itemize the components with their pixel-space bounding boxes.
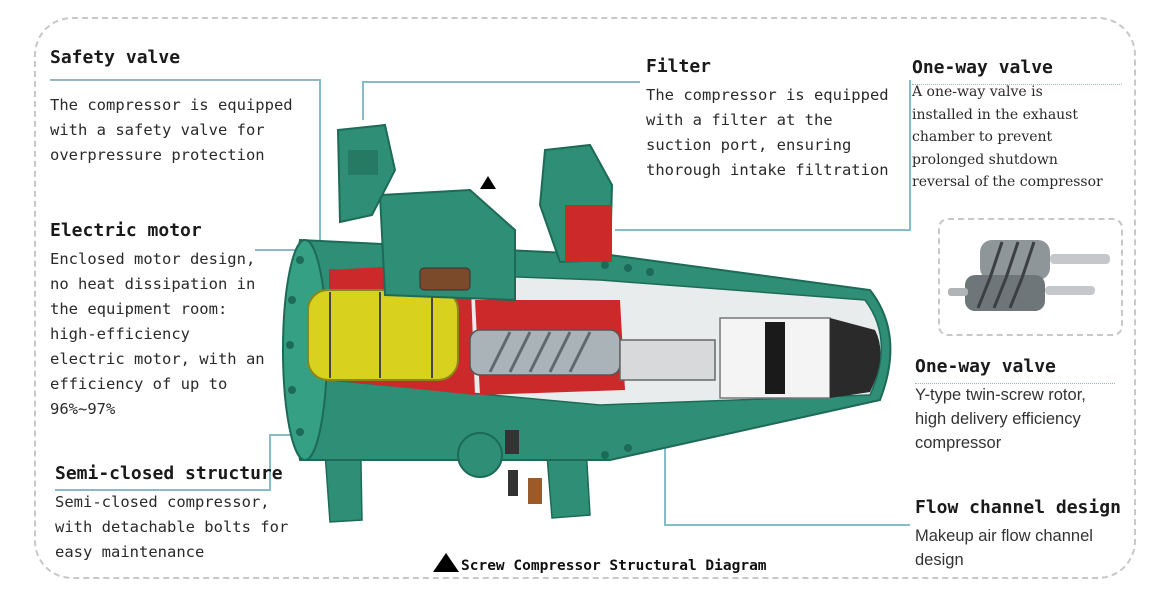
- safety-valve-title: Safety valve: [50, 47, 181, 68]
- text-line: design: [915, 551, 964, 569]
- text-line: with detachable bolts for: [55, 518, 289, 536]
- text-line: with a filter at the: [646, 111, 833, 129]
- one-way-valve-mid-title: One-way valve: [915, 356, 1056, 377]
- rotor-inset: [938, 218, 1123, 336]
- electric-motor-title: Electric motor: [50, 220, 202, 241]
- text-line: compressor: [915, 434, 1002, 452]
- leader-dash: [915, 383, 1115, 384]
- text-line: prolonged shutdown: [912, 151, 1058, 168]
- text-line: electric motor, with an: [50, 350, 265, 368]
- text-line: with a safety valve for: [50, 121, 265, 139]
- one-way-valve-top-description: A one-way valve is installed in the exha…: [912, 81, 1103, 194]
- text-line: Makeup air flow channel: [915, 527, 1093, 545]
- text-line: easy maintenance: [55, 543, 205, 561]
- safety-valve-description: The compressor is equipped with a safety…: [50, 93, 293, 168]
- text-line: no heat dissipation in: [50, 275, 256, 293]
- twin-screw-rotor-image: [948, 240, 1110, 311]
- text-line: Y-type twin-screw rotor,: [915, 386, 1086, 404]
- semi-closed-title: Semi-closed structure: [55, 463, 283, 484]
- text-line: suction port, ensuring: [646, 136, 852, 154]
- semi-closed-description: Semi-closed compressor, with detachable …: [55, 490, 288, 565]
- leader-dash: [912, 84, 1122, 85]
- text-line: reversal of the compressor: [912, 174, 1103, 190]
- diagram-frame: [34, 17, 1136, 579]
- filter-description: The compressor is equipped with a filter…: [646, 83, 889, 183]
- one-way-valve-mid-description: Y-type twin-screw rotor, high delivery e…: [915, 383, 1086, 455]
- text-line: high-efficiency: [50, 325, 190, 343]
- flow-channel-title: Flow channel design: [915, 497, 1121, 518]
- text-line: high delivery efficiency: [915, 410, 1081, 428]
- diagram-caption: Screw Compressor Structural Diagram: [433, 553, 767, 574]
- text-line: thorough intake filtration: [646, 161, 889, 179]
- text-line: A one-way valve is: [912, 84, 1043, 100]
- text-line: overpressure protection: [50, 146, 265, 164]
- text-line: Enclosed motor design,: [50, 250, 256, 268]
- text-line: The compressor is equipped: [50, 96, 293, 114]
- text-line: the equipment room:: [50, 300, 228, 318]
- text-line: The compressor is equipped: [646, 86, 889, 104]
- text-line: 96%~97%: [50, 400, 116, 418]
- triangle-icon: [433, 553, 459, 572]
- leader-dash: [50, 80, 320, 81]
- marker-triangle: [480, 176, 496, 189]
- text-line: installed in the exhaust: [912, 106, 1078, 123]
- filter-title: Filter: [646, 56, 712, 77]
- text-line: chamber to prevent: [912, 129, 1053, 145]
- text-line: efficiency of up to: [50, 375, 228, 393]
- one-way-valve-top-title: One-way valve: [912, 57, 1053, 78]
- text-line: Semi-closed compressor,: [55, 493, 270, 511]
- electric-motor-description: Enclosed motor design, no heat dissipati…: [50, 247, 265, 422]
- caption-text: Screw Compressor Structural Diagram: [461, 558, 767, 574]
- flow-channel-description: Makeup air flow channel design: [915, 524, 1093, 572]
